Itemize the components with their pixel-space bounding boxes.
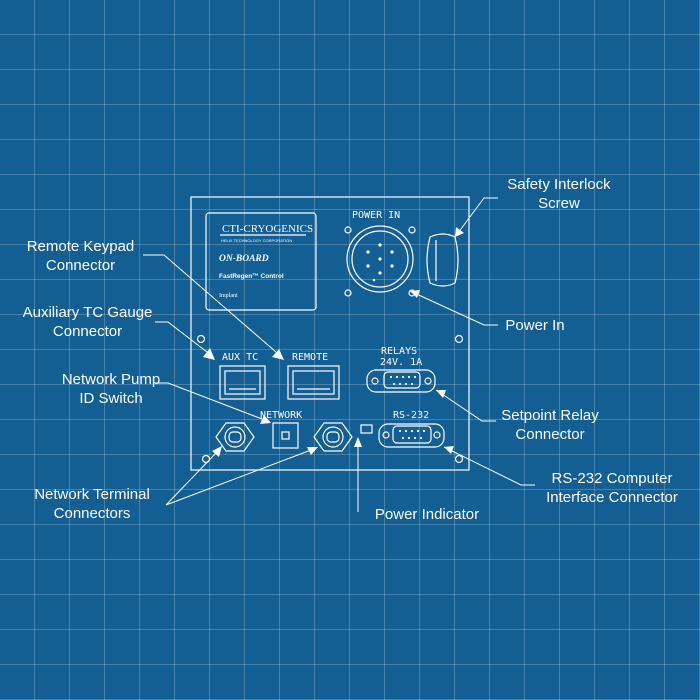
arrowhead — [260, 415, 271, 424]
callout-power-indicator: Power Indicator — [363, 505, 491, 524]
callout-rs232-computer: RS-232 Computer Interface Connector — [532, 469, 692, 507]
network-terminal-right — [313, 422, 353, 452]
arrowhead — [444, 446, 454, 454]
arrowhead — [354, 437, 362, 447]
rs232-connector: RS-232 — [378, 410, 445, 448]
network-id-switch: NETWORK — [260, 410, 302, 449]
callout-line: Connector — [45, 257, 116, 274]
power-in-text: POWER IN — [352, 210, 400, 221]
leader-network-terminal-right — [165, 449, 312, 506]
logo-subtitle: HELIX TECHNOLOGY CORPORATION — [221, 238, 292, 243]
callout-line: Network Pump — [61, 371, 161, 388]
arrowhead — [203, 348, 215, 360]
callout-line: Power Indicator — [374, 506, 480, 523]
relays-connector: RELAYS 24V. 1A — [366, 346, 436, 393]
leader-aux-tc — [155, 321, 208, 353]
arrowhead — [455, 227, 464, 237]
leader-setpoint-relay — [435, 389, 496, 422]
callout-line: Connector — [515, 426, 585, 443]
callout-line: RS-232 Computer — [551, 470, 673, 487]
callout-line: Connector — [52, 323, 123, 340]
aux-tc-connector: AUX TC — [219, 352, 266, 400]
callout-remote-keypad: Remote Keypad Connector — [18, 237, 143, 275]
logo-product: FastRegen™ Control — [219, 273, 284, 280]
callout-line: Auxiliary TC Gauge — [22, 304, 153, 321]
mounting-hole — [201, 454, 211, 464]
callout-line: Safety Interlock — [507, 176, 611, 193]
mounting-hole — [454, 334, 464, 344]
logo-brand: CTI-CRYOGENICS — [222, 223, 313, 235]
arrowhead — [436, 390, 446, 398]
remote-connector: REMOTE — [287, 352, 340, 400]
callout-network-pump: Network Pump ID Switch — [50, 370, 172, 408]
callout-line: ID Switch — [79, 390, 143, 407]
safety-interlock-screw — [426, 233, 459, 287]
callout-line: Interface Connector — [546, 489, 678, 506]
callout-line: Connectors — [53, 505, 131, 522]
leader-remote-keypad — [143, 254, 277, 353]
callout-network-terminal: Network Terminal Connectors — [17, 485, 167, 523]
leader-network-terminal-left — [165, 451, 218, 506]
relays-rating-text: 24V. 1A — [380, 357, 422, 368]
leader-lines — [143, 197, 535, 512]
callout-aux-tc-gauge: Auxiliary TC Gauge Connector — [10, 303, 165, 341]
callout-setpoint-relay: Setpoint Relay Connector — [489, 406, 611, 444]
mounting-hole — [196, 334, 206, 344]
callout-line: Screw — [538, 195, 580, 212]
panel-outline — [190, 196, 470, 471]
arrowhead — [272, 349, 284, 360]
network-terminal-left — [215, 422, 255, 452]
power-in-connector: POWER IN — [344, 210, 416, 297]
leader-safety-interlock — [454, 197, 498, 238]
callout-line: Setpoint Relay — [501, 407, 599, 424]
brand-logo: CTI-CRYOGENICS HELIX TECHNOLOGY CORPORAT… — [205, 212, 317, 311]
logo-onboard: ON-BOARD — [219, 254, 269, 264]
mounting-hole — [454, 454, 464, 464]
logo-implant: Implant — [219, 293, 238, 299]
rs232-text: RS-232 — [393, 410, 429, 421]
leader-network-pump — [154, 382, 263, 420]
callout-safety-interlock: Safety Interlock Screw — [497, 175, 621, 213]
callout-line: Remote Keypad — [26, 238, 135, 255]
callout-line: Network Terminal — [34, 486, 150, 503]
callout-line: Power In — [505, 317, 565, 334]
network-text: NETWORK — [260, 410, 302, 421]
arrowhead — [410, 290, 420, 298]
arrowhead — [212, 446, 222, 457]
leader-power-in — [409, 290, 498, 326]
aux-tc-text: AUX TC — [222, 352, 258, 363]
callout-power-in: Power In — [497, 316, 573, 335]
arrowhead — [307, 447, 318, 455]
relays-text: RELAYS — [381, 346, 417, 357]
leader-rs232 — [443, 446, 535, 486]
power-indicator-led — [360, 424, 373, 434]
remote-text: REMOTE — [292, 352, 328, 363]
